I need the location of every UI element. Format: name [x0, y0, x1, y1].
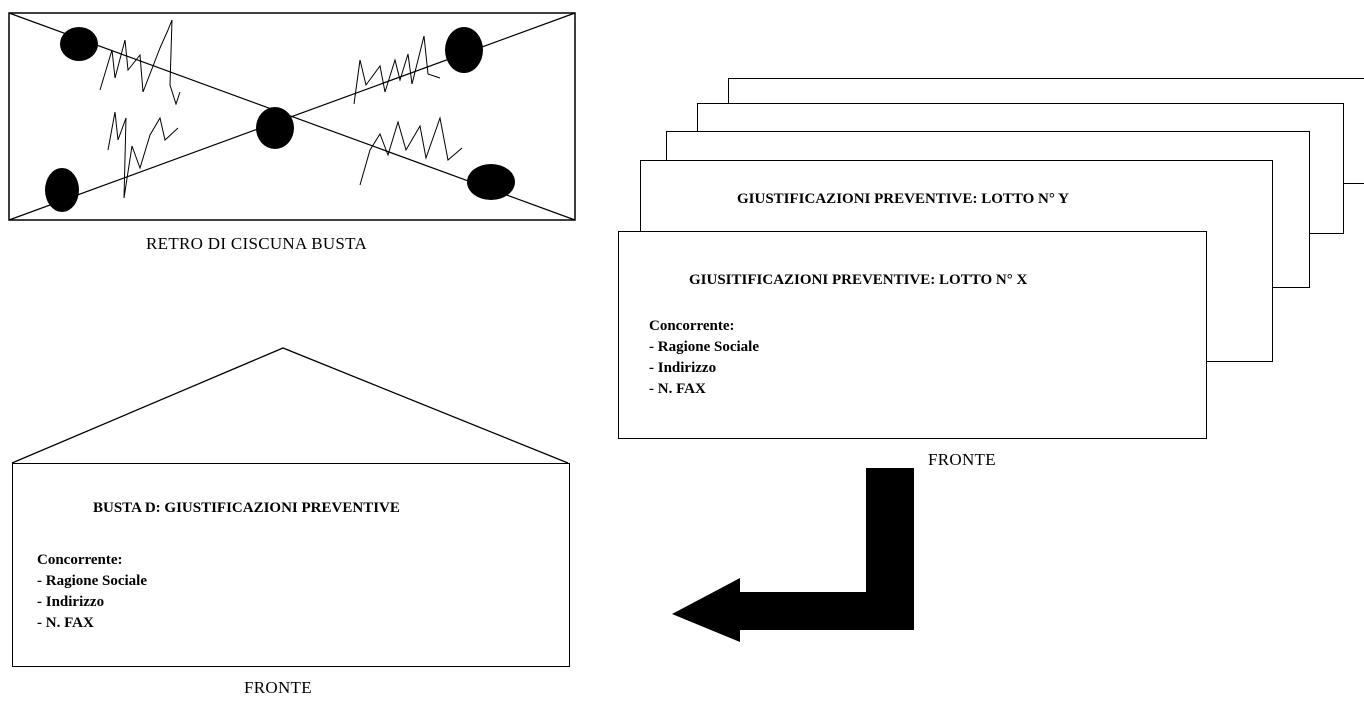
lot-y-title: GIUSTIFICAZIONI PREVENTIVE: LOTTO N° Y: [737, 191, 1069, 207]
envelope-back-caption: RETRO DI CISCUNA BUSTA: [146, 234, 368, 253]
envelope-d-title: BUSTA D: GIUSTIFICAZIONI PREVENTIVE: [93, 500, 400, 516]
lot-x-envelope: GIUSITIFICAZIONI PREVENTIVE: LOTTO N° X …: [618, 231, 1207, 439]
envelope-d-details: Concorrente: - Ragione Sociale - Indiriz…: [37, 550, 147, 634]
lot-x-details: Concorrente: - Ragione Sociale - Indiriz…: [649, 316, 759, 400]
detail-line: - Ragione Sociale: [649, 339, 759, 355]
detail-line: Concorrente:: [649, 318, 735, 334]
detail-line: Concorrente:: [37, 552, 123, 568]
detail-line: - N. FAX: [37, 615, 94, 631]
stack-front-caption: FRONTE: [928, 450, 996, 469]
envelope-d-caption: FRONTE: [244, 678, 312, 697]
signature-scribble: [353, 35, 441, 105]
signature-scribble: [99, 19, 181, 106]
seal-mark: [60, 27, 98, 61]
signature-scribble: [359, 116, 463, 186]
lot-x-title: GIUSITIFICAZIONI PREVENTIVE: LOTTO N° X: [689, 272, 1028, 288]
seal-mark: [467, 164, 515, 200]
seal-mark: [256, 107, 294, 149]
detail-line: - Indirizzo: [649, 360, 717, 376]
envelope-d: BUSTA D: GIUSTIFICAZIONI PREVENTIVE Conc…: [12, 463, 570, 667]
seal-mark: [445, 27, 483, 73]
detail-line: - Indirizzo: [37, 594, 105, 610]
detail-line: - N. FAX: [649, 381, 706, 397]
seal-mark: [45, 168, 79, 212]
detail-line: - Ragione Sociale: [37, 573, 147, 589]
signature-scribble: [107, 111, 179, 199]
